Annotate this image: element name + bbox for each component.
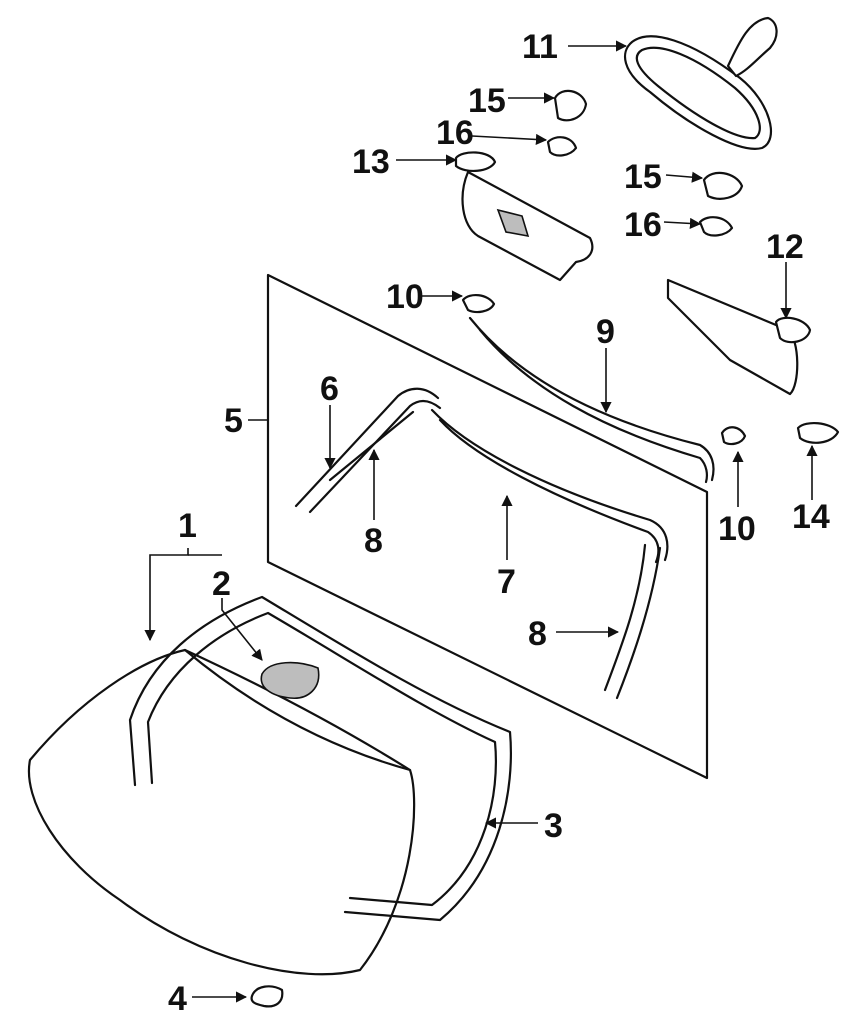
windshield-glass (27, 648, 416, 976)
callout-labels: 1 2 3 4 5 6 7 8 8 9 10 10 11 12 13 14 15… (168, 28, 830, 1018)
sun-visor-left (454, 151, 594, 282)
callout-10b: 10 (718, 510, 756, 548)
callout-13: 13 (352, 143, 390, 181)
visor-clips (546, 89, 840, 444)
sun-visor-right (666, 278, 812, 396)
leader-lines (144, 40, 818, 1003)
upper-molding-seal (430, 408, 669, 564)
callout-15a: 15 (468, 82, 506, 120)
clip-10 (461, 294, 747, 446)
header-seal (468, 316, 715, 484)
callout-4: 4 (168, 980, 187, 1018)
seal-strips-left (294, 387, 442, 514)
callout-1: 1 (178, 507, 197, 545)
callout-16a: 16 (436, 114, 474, 152)
callout-9: 9 (596, 313, 615, 351)
callout-6: 6 (320, 370, 339, 408)
mirror-mount-pad (260, 661, 320, 699)
windshield-molding (128, 595, 512, 922)
callout-5: 5 (224, 402, 243, 440)
callout-12: 12 (766, 228, 804, 266)
seal-strip-right (603, 543, 662, 700)
callout-8a: 8 (364, 522, 383, 560)
callout-3: 3 (544, 807, 563, 845)
rear-view-mirror (624, 16, 778, 150)
callout-8b: 8 (528, 615, 547, 653)
callout-15b: 15 (624, 158, 662, 196)
callout-11: 11 (522, 28, 558, 66)
molding-clip (250, 985, 284, 1008)
callout-2: 2 (212, 565, 231, 603)
callout-16b: 16 (624, 206, 662, 244)
callout-14: 14 (792, 498, 830, 536)
seal-kit-panel (266, 273, 709, 780)
callout-7: 7 (497, 563, 516, 601)
callout-10a: 10 (386, 278, 424, 316)
